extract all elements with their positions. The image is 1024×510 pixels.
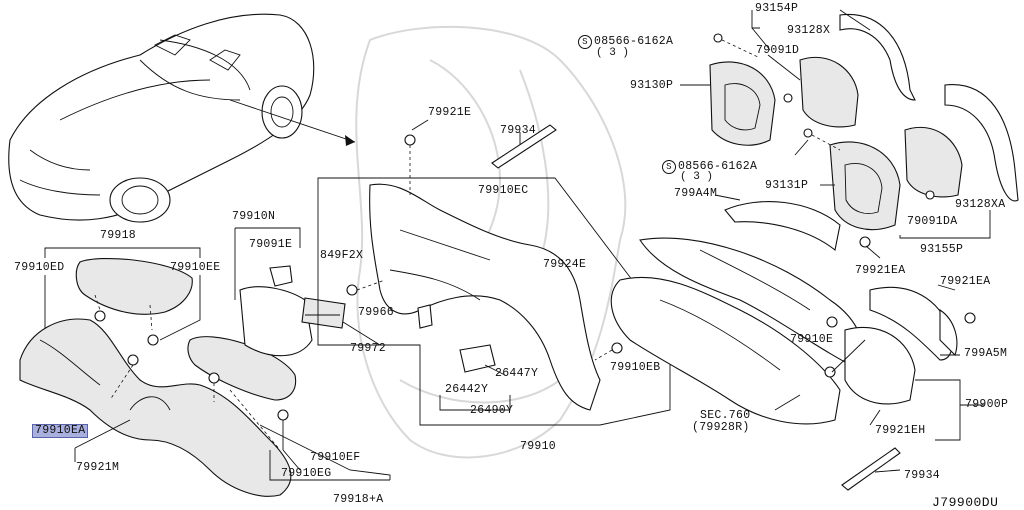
sec760-crossmember bbox=[610, 237, 865, 425]
label-79921EA-right: 79921EA bbox=[940, 275, 991, 288]
label-79910: 79910 bbox=[520, 440, 557, 453]
screws bbox=[713, 33, 935, 200]
label-79910EA-highlighted: 79910EA bbox=[31, 424, 89, 438]
label-08566-6162A-text: 08566-6162A bbox=[678, 160, 758, 173]
part-79910N-group bbox=[234, 227, 381, 357]
part-93130P bbox=[709, 61, 776, 146]
label-sec760-ref: (79928R) bbox=[692, 421, 750, 434]
label-79091E: 79091E bbox=[249, 238, 293, 251]
label-79910E: 79910E bbox=[790, 333, 834, 346]
label-79910EB: 79910EB bbox=[610, 361, 661, 374]
label-79091DA: 79091DA bbox=[907, 215, 958, 228]
label-79910ED: 79910ED bbox=[14, 261, 65, 274]
label-93130P: 93130P bbox=[630, 79, 674, 92]
label-08566-6162A-text: 08566-6162A bbox=[594, 35, 674, 48]
part-799A4M bbox=[724, 201, 841, 251]
part-79918-group bbox=[44, 247, 201, 346]
part-79918A-group bbox=[187, 336, 391, 481]
label-849F2X: 849F2X bbox=[320, 249, 364, 262]
part-93154P bbox=[799, 13, 916, 128]
label-sec760: SEC.760 bbox=[700, 409, 751, 422]
s-circle-icon: S bbox=[662, 160, 676, 174]
car-illustration bbox=[8, 13, 356, 223]
label-79910EF: 79910EF bbox=[310, 451, 361, 464]
label-79910EE: 79910EE bbox=[170, 261, 221, 274]
label-08566-qty-top: ( 3 ) bbox=[596, 47, 630, 59]
label-93155P: 93155P bbox=[920, 243, 964, 256]
part-79910-frame bbox=[317, 134, 671, 426]
label-79934-bottom: 79934 bbox=[904, 469, 941, 482]
label-799A5M: 799A5M bbox=[964, 347, 1008, 360]
label-79918: 79918 bbox=[100, 229, 137, 242]
label-79910EC: 79910EC bbox=[478, 184, 529, 197]
label-79091D: 79091D bbox=[756, 44, 800, 57]
part-79900P-group bbox=[844, 286, 985, 441]
label-79924E: 79924E bbox=[543, 258, 587, 271]
label-79910EG: 79910EG bbox=[281, 467, 332, 480]
label-79900P: 79900P bbox=[965, 398, 1009, 411]
label-79918A: 79918+A bbox=[333, 493, 384, 506]
label-26490Y: 26490Y bbox=[470, 404, 514, 417]
label-93128X: 93128X bbox=[787, 24, 831, 37]
part-79921M bbox=[19, 318, 292, 497]
part-79934-brackets bbox=[491, 124, 901, 491]
label-79921E: 79921E bbox=[428, 106, 472, 119]
label-79972: 79972 bbox=[350, 342, 387, 355]
label-79921EH: 79921EH bbox=[875, 424, 926, 437]
label-79921EA-upper: 79921EA bbox=[855, 264, 906, 277]
label-79910N: 79910N bbox=[232, 210, 276, 223]
label-93128XA: 93128XA bbox=[955, 198, 1006, 211]
s-circle-icon: S bbox=[578, 35, 592, 49]
label-26447Y: 26447Y bbox=[495, 367, 539, 380]
label-79966: 79966 bbox=[358, 306, 395, 319]
label-93154P: 93154P bbox=[755, 2, 799, 15]
diagram-reference-code: J79900DU bbox=[932, 495, 999, 510]
label-79921M: 79921M bbox=[76, 461, 120, 474]
part-93131P bbox=[829, 141, 901, 231]
leader-lines bbox=[680, 9, 991, 426]
label-799A4M: 799A4M bbox=[674, 187, 718, 200]
label-93131P: 93131P bbox=[765, 179, 809, 192]
label-26442Y: 26442Y bbox=[445, 383, 489, 396]
label-79934-top: 79934 bbox=[500, 124, 537, 137]
label-08566-qty-bottom: ( 3 ) bbox=[680, 171, 714, 183]
part-93155P bbox=[904, 84, 1019, 202]
